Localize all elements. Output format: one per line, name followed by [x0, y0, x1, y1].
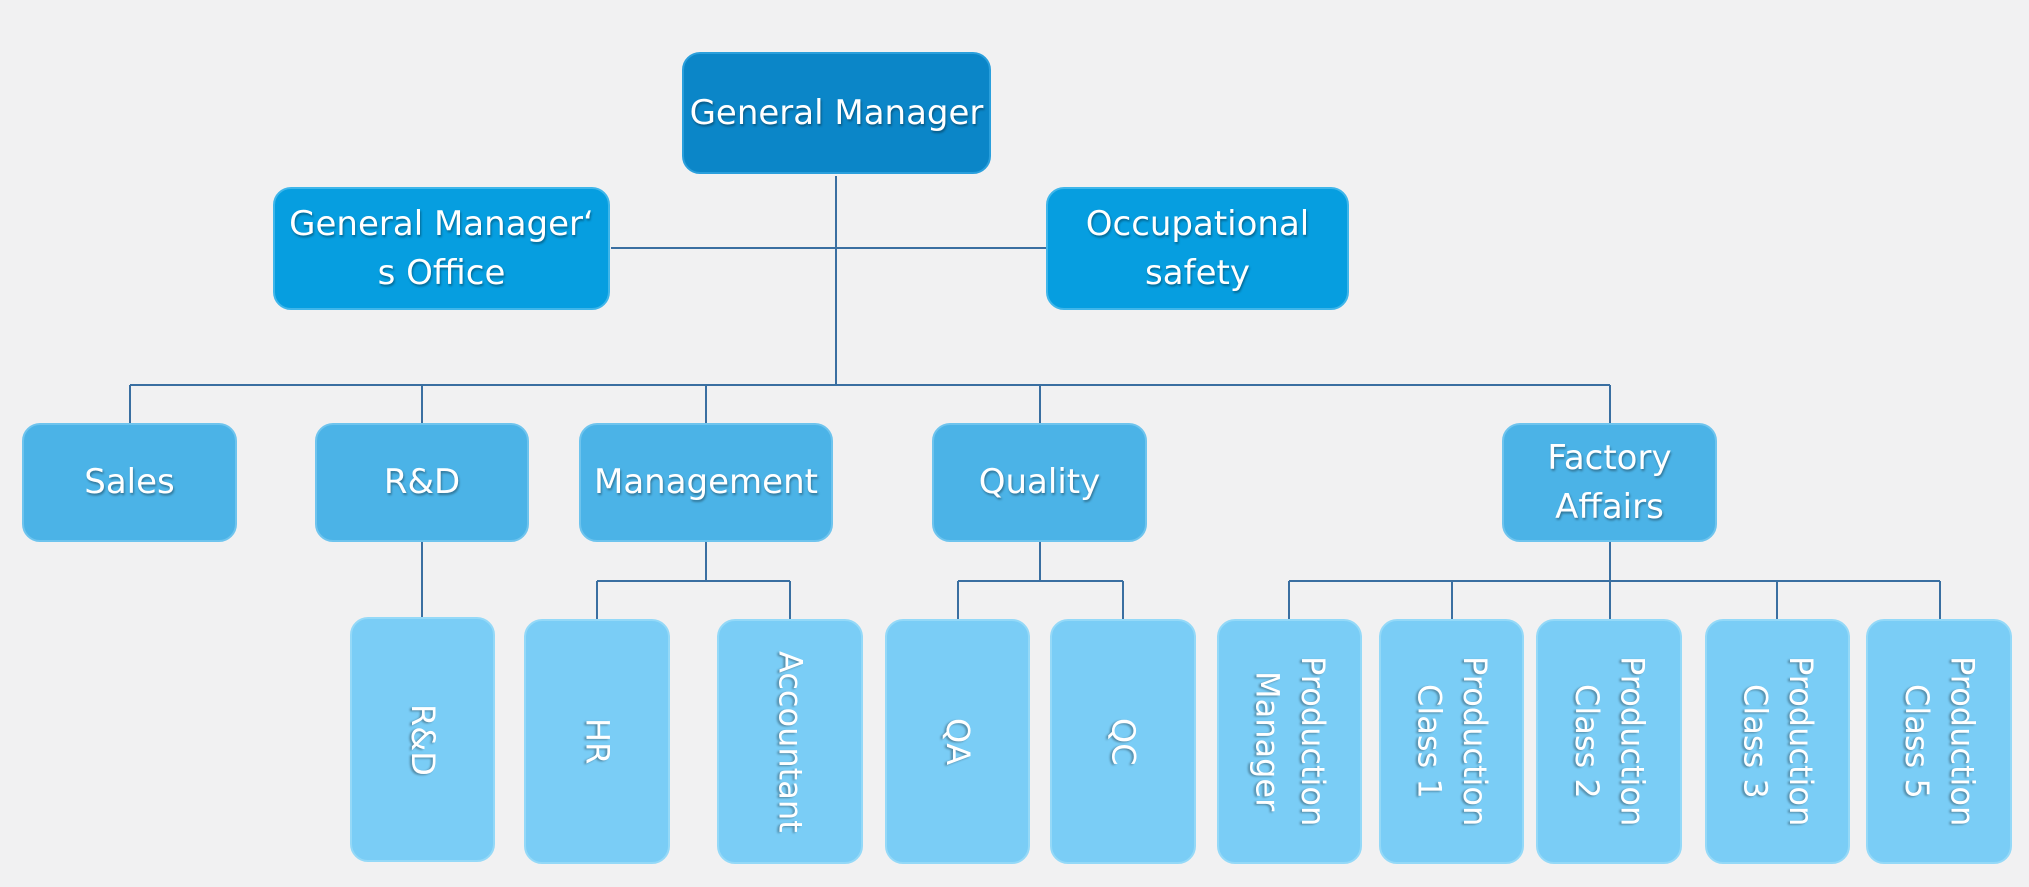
node-production-class-1: Production Class 1	[1379, 619, 1524, 864]
node-general-managers-office: General Manager‘ s Office	[273, 187, 610, 310]
node-production-manager-label: Production Manager	[1248, 656, 1332, 827]
node-hr: HR	[524, 619, 670, 864]
node-occupational-safety-label: Occupational safety	[1085, 204, 1310, 293]
node-production-class-5-label: Production Class 5	[1898, 656, 1982, 827]
node-general-manager: General Manager	[682, 52, 991, 174]
node-sales: Sales	[22, 423, 237, 542]
node-qc: QC	[1050, 619, 1196, 864]
node-qc-label: QC	[1104, 717, 1143, 766]
node-sales-label: Sales	[84, 462, 175, 503]
node-rnd-department: R&D	[315, 423, 529, 542]
node-production-class-3: Production Class 3	[1705, 619, 1850, 864]
node-occupational-safety: Occupational safety	[1046, 187, 1349, 310]
node-management: Management	[579, 423, 833, 542]
node-production-class-5: Production Class 5	[1866, 619, 2012, 864]
node-rnd-department-label: R&D	[383, 462, 461, 503]
node-accountant: Accountant	[717, 619, 863, 864]
node-rnd-unit-label: R&D	[404, 703, 443, 776]
node-general-managers-office-label: General Manager‘ s Office	[289, 204, 594, 293]
node-production-manager: Production Manager	[1217, 619, 1362, 864]
node-quality-label: Quality	[978, 462, 1101, 503]
node-management-label: Management	[594, 462, 818, 503]
node-qa: QA	[885, 619, 1030, 864]
node-production-class-2-label: Production Class 2	[1568, 656, 1652, 827]
node-production-class-3-label: Production Class 3	[1736, 656, 1820, 827]
node-general-manager-label: General Manager	[689, 92, 984, 133]
node-production-class-1-label: Production Class 1	[1410, 656, 1494, 827]
node-accountant-label: Accountant	[771, 650, 810, 833]
node-quality: Quality	[932, 423, 1147, 542]
node-factory-affairs-label: Factory Affairs	[1547, 438, 1672, 527]
node-qa-label: QA	[939, 717, 978, 766]
node-hr-label: HR	[578, 718, 617, 765]
node-production-class-2: Production Class 2	[1536, 619, 1682, 864]
node-rnd-unit: R&D	[350, 617, 495, 862]
node-factory-affairs: Factory Affairs	[1502, 423, 1717, 542]
